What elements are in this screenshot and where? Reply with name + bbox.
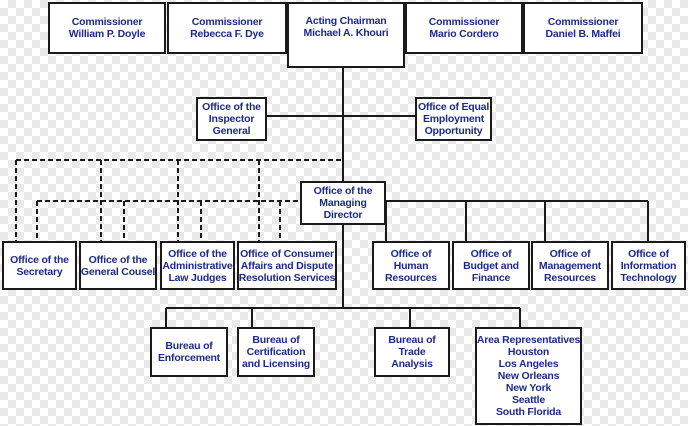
label-line: Area Representatives xyxy=(476,334,581,346)
label-line: Commissioner xyxy=(428,16,500,28)
label-line: Law Judges xyxy=(168,271,227,284)
label-line: Management xyxy=(538,259,602,272)
label-line: Office of xyxy=(628,247,669,260)
label-line: Technology xyxy=(620,271,677,284)
label-line: Budget and xyxy=(463,259,519,272)
label-line: Commissioner xyxy=(191,16,263,28)
label-line: New Orleans xyxy=(497,370,560,382)
label-line: Bureau of xyxy=(252,334,300,346)
label-line: Office of the xyxy=(313,185,373,197)
label-line: Office of Equal xyxy=(417,101,490,113)
label-line: Resources xyxy=(385,271,437,284)
label-line: Enforcement xyxy=(158,352,220,364)
label-line: William P. Doyle xyxy=(68,28,146,40)
label-line: Office of the xyxy=(88,253,148,266)
label-line: Employment xyxy=(422,113,484,125)
label-line: Opportunity xyxy=(424,125,483,137)
label-line: General Cousel xyxy=(80,265,156,278)
label-line: Office of xyxy=(470,247,512,260)
label-line: Michael A. Khouri xyxy=(303,27,389,39)
label-line: South Florida xyxy=(495,406,562,418)
label-line: Office of the xyxy=(202,101,261,113)
label-line: Mario Cordero xyxy=(429,28,499,40)
label-line: Office of xyxy=(390,247,432,260)
label-line: General xyxy=(212,125,251,137)
label-line: Affairs and Dispute xyxy=(240,259,334,272)
label-line: Office of Consumer xyxy=(240,247,334,260)
label-line: Rebecca F. Dye xyxy=(190,28,264,40)
label-line: Human xyxy=(393,259,429,272)
label-line: Houston xyxy=(507,346,550,358)
label-line: Certification xyxy=(246,346,306,358)
label-line: Administrative xyxy=(162,259,233,272)
label-line: Director xyxy=(323,209,363,221)
label-line: Seattle xyxy=(511,394,546,406)
label-line: Commissioner xyxy=(547,16,619,28)
label-line: Bureau of xyxy=(165,340,213,352)
label-line: Los Angeles xyxy=(498,358,559,370)
label-line: Secretary xyxy=(16,265,63,278)
label-line: Resources xyxy=(544,271,596,284)
label-line: and Licensing xyxy=(242,358,310,370)
label-line: Acting Chairman xyxy=(305,15,387,27)
label-line: Bureau of xyxy=(388,334,436,346)
label-line: Inspector xyxy=(208,113,255,125)
label-line: Commissioner xyxy=(71,16,143,28)
label-line: Analysis xyxy=(391,358,433,370)
label-line: Managing xyxy=(319,197,367,209)
label-line: Resolution Services xyxy=(238,271,336,284)
label-line: Information xyxy=(620,259,677,272)
label-line: Office of xyxy=(549,247,591,260)
label-line: New York xyxy=(505,382,552,394)
label-line: Finance xyxy=(471,271,511,284)
label-line: Daniel B. Maffei xyxy=(545,28,621,40)
label-line: Office of the xyxy=(10,253,69,266)
label-line: Trade xyxy=(398,346,426,358)
label-line: Office of the xyxy=(168,247,227,260)
